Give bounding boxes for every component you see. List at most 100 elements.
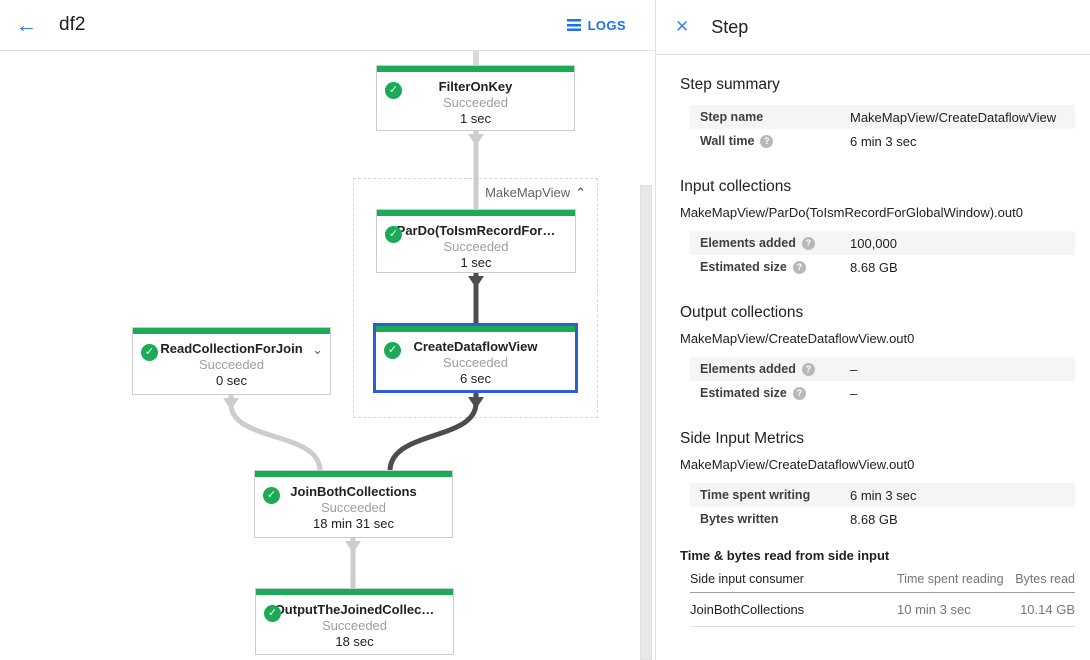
step-node-filteronkey[interactable]: ✓ FilterOnKey Succeeded 1 sec [376,65,575,131]
step-time: 18 sec [335,634,374,649]
cell-bytes-read: 10.14 GB [1007,592,1075,627]
status-bar-succeeded [376,326,575,332]
kv-label: Estimated size? [690,386,850,400]
cell-time-reading: 10 min 3 sec [897,592,1007,627]
kv-row-elements-added: Elements added? 100,000 [690,231,1075,255]
kv-value: 8.68 GB [850,259,898,275]
logs-button[interactable]: LOGS [566,18,626,33]
check-circle-icon: ✓ [263,487,280,504]
cell-consumer: JoinBothCollections [690,592,897,627]
step-time: 1 sec [459,111,492,126]
status-bar-succeeded [256,589,453,595]
kv-row-estimated-size: Estimated size? – [690,381,1075,405]
kv-row-step-name: Step name MakeMapView/CreateDataflowView [690,105,1075,129]
kv-label: Wall time? [690,134,850,148]
step-title: JoinBothCollections [290,484,417,499]
panel-title: Step [711,16,749,37]
step-node-readcollectionforjoin[interactable]: ✓ ⌄ ReadCollectionForJoin Succeeded 0 se… [132,327,331,395]
side-input-consumers-table: Side input consumer Time spent reading B… [690,567,1075,627]
kv-value: MakeMapView/CreateDataflowView [850,109,1057,125]
kv-label: Elements added? [690,362,850,376]
col-bytes-read: Bytes read [1007,567,1075,593]
kv-row-time-spent-writing: Time spent writing 6 min 3 sec [690,483,1075,507]
step-title: ParDo(ToIsmRecordFor… [396,223,556,238]
step-time: 0 sec [215,373,248,388]
table-row[interactable]: JoinBothCollections 10 min 3 sec 10.14 G… [690,592,1075,627]
side-input-table-heading: Time & bytes read from side input [680,548,890,563]
col-side-input-consumer: Side input consumer [690,567,897,593]
output-collection-name: MakeMapView/CreateDataflowView.out0 [680,331,915,346]
step-node-outputthejoinedcollection[interactable]: ✓ OutputTheJoinedCollec… Succeeded 18 se… [255,588,454,655]
kv-value: – [850,385,858,401]
step-title: ReadCollectionForJoin [160,341,303,356]
input-collection-name: MakeMapView/ParDo(ToIsmRecordForGlobalWi… [680,205,1023,220]
step-status: Succeeded [198,357,265,372]
job-title: df2 [59,14,86,35]
kv-value: 6 min 3 sec [850,133,917,149]
help-icon[interactable]: ? [801,236,815,250]
back-arrow-icon[interactable]: ← [16,13,37,37]
step-summary-rows: Step name MakeMapView/CreateDataflowView… [690,105,1075,153]
step-node-createdataflowview-selected[interactable]: ✓ CreateDataflowView Succeeded 6 sec [373,323,578,393]
section-heading-step-summary: Step summary [680,76,780,93]
section-heading-output-collections: Output collections [680,304,804,321]
chevron-up-icon: ⌃ [575,185,586,200]
section-heading-side-input-metrics: Side Input Metrics [680,430,805,447]
check-circle-icon: ✓ [141,344,158,361]
step-panel-header: ✕ Step [656,0,1090,55]
group-collapse-control[interactable]: MakeMapView ⌃ [485,184,586,201]
help-icon[interactable]: ? [801,362,815,376]
kv-label: Elements added? [690,236,850,250]
graph-vertical-scrollbar[interactable] [640,185,652,660]
step-status: Succeeded [443,239,509,254]
step-status: Succeeded [442,355,509,370]
side-input-collection-name: MakeMapView/CreateDataflowView.out0 [680,457,915,472]
kv-value: 100,000 [850,235,897,251]
kv-label: Time spent writing [700,488,811,502]
graph-edges [223,51,484,589]
status-bar-succeeded [377,210,575,216]
job-header: ← df2 LOGS [0,0,655,51]
kv-value: 6 min 3 sec [850,487,917,503]
status-bar-succeeded [377,66,574,72]
step-title: FilterOnKey [438,79,513,94]
help-icon[interactable]: ? [792,260,806,274]
help-icon[interactable]: ? [792,386,806,400]
kv-row-bytes-written: Bytes written 8.68 GB [690,507,1075,531]
check-circle-icon: ✓ [264,605,281,622]
step-title: CreateDataflowView [413,339,538,354]
input-collection-rows: Elements added? 100,000 Estimated size? … [690,231,1075,279]
col-time-spent-reading: Time spent reading [897,567,1007,593]
side-input-metric-rows: Time spent writing 6 min 3 sec Bytes wri… [690,483,1075,531]
kv-value: 8.68 GB [850,511,898,527]
check-circle-icon: ✓ [385,226,402,243]
step-node-pardo-toismrecord[interactable]: ✓ ParDo(ToIsmRecordFor… Succeeded 1 sec [376,209,576,273]
step-status: Succeeded [320,500,387,515]
job-graph-pane: ← df2 LOGS MakeMapView ⌃ [0,0,656,660]
status-bar-succeeded [133,328,330,334]
step-status: Succeeded [442,95,509,110]
close-icon[interactable]: ✕ [675,17,690,36]
kv-label: Estimated size? [690,260,850,274]
step-detail-panel: ✕ Step Step summary Step name MakeMapVie… [656,0,1090,660]
check-circle-icon: ✓ [384,342,401,359]
check-circle-icon: ✓ [385,82,402,99]
kv-row-elements-added: Elements added? – [690,357,1075,381]
step-panel-body: Step summary Step name MakeMapView/Creat… [656,76,1090,627]
step-node-joinbothcollections[interactable]: ✓ JoinBothCollections Succeeded 18 min 3… [254,470,453,538]
output-collection-rows: Elements added? – Estimated size? – [690,357,1075,405]
kv-label: Step name [700,110,764,124]
step-title: OutputTheJoinedCollec… [274,602,435,617]
step-time: 1 sec [460,255,492,270]
kv-row-estimated-size: Estimated size? 8.68 GB [690,255,1075,279]
dataflow-graph-canvas[interactable]: MakeMapView ⌃ ✓ [0,51,655,660]
kv-value: – [850,361,858,377]
step-status: Succeeded [321,618,388,633]
logs-list-icon [566,19,581,31]
step-time: 6 sec [459,371,492,386]
chevron-down-icon[interactable]: ⌄ [312,342,323,357]
help-icon[interactable]: ? [760,134,774,148]
status-bar-succeeded [255,471,452,477]
step-time: 18 min 31 sec [313,516,394,531]
